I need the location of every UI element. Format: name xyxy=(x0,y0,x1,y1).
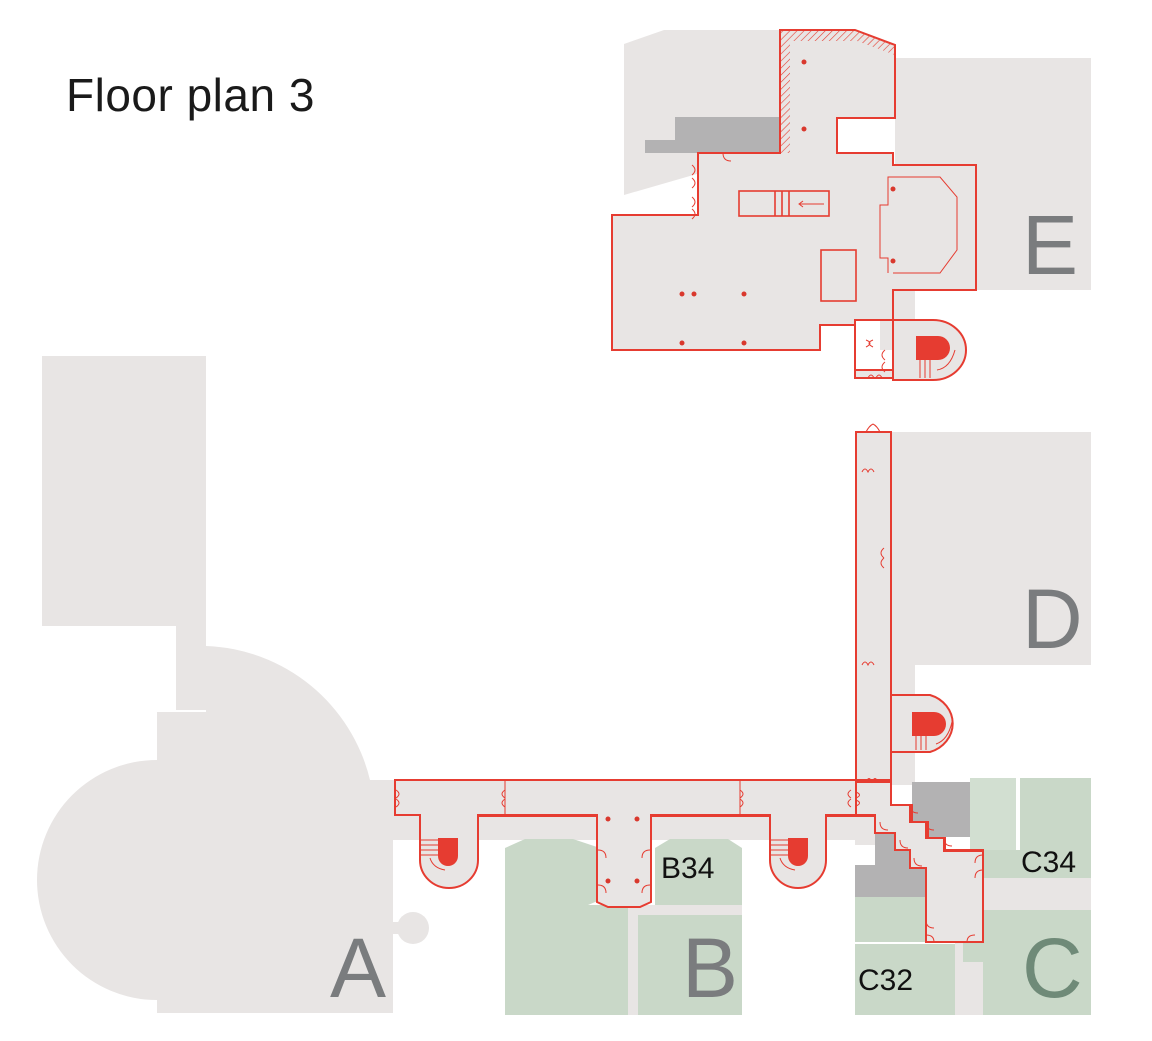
corridor-to-b xyxy=(596,814,652,908)
direction-arrow-icon xyxy=(936,349,956,371)
wing-a-rotunda xyxy=(37,646,395,1013)
wing-d-corridor xyxy=(855,431,892,783)
direction-arrow-icon xyxy=(935,721,953,745)
elevator-box xyxy=(820,249,857,302)
room-c34 xyxy=(1020,778,1091,878)
wing-a-north-block xyxy=(42,356,206,626)
wing-label-a: A xyxy=(330,921,386,1015)
door-icon xyxy=(855,778,879,807)
route-wing-d-corridor xyxy=(855,423,954,783)
stairs-icon xyxy=(912,712,946,736)
room-b-east xyxy=(638,915,742,1015)
hatched-wall xyxy=(780,30,895,153)
direction-arrow-icon xyxy=(779,857,796,871)
central-stairs xyxy=(738,190,830,217)
service-area-c-south xyxy=(855,833,926,897)
stairs-icon xyxy=(438,838,458,866)
room-c32 xyxy=(855,944,955,1015)
wing-label-d: D xyxy=(1022,572,1083,666)
door-icon xyxy=(691,164,696,220)
room-label-c34: C34 xyxy=(1021,846,1076,879)
room-label-b34: B34 xyxy=(661,852,714,885)
column-icon xyxy=(801,59,807,65)
room-c xyxy=(983,910,1091,1015)
column-icon xyxy=(605,816,611,822)
wing-labels: A B C D E xyxy=(330,198,1083,1015)
wing-d-block xyxy=(890,432,1091,665)
room-label-c32: C32 xyxy=(858,964,913,997)
wing-label-e: E xyxy=(1022,198,1078,292)
room-b34 xyxy=(655,839,742,905)
door-icon xyxy=(861,423,885,667)
service-area-e xyxy=(645,117,780,153)
direction-arrow-icon xyxy=(429,857,446,871)
route-main-corridor xyxy=(394,779,984,943)
room-labels: B34 C34 C32 xyxy=(661,846,1076,997)
wing-label-c: C xyxy=(1022,921,1083,1015)
stairs-icon xyxy=(916,336,950,360)
wing-e-route-area xyxy=(611,29,977,379)
stairs-icon xyxy=(788,838,808,866)
page-title: Floor plan 3 xyxy=(66,69,315,121)
route-wing-e xyxy=(611,29,977,381)
route-wing-c xyxy=(855,778,984,943)
door-icon xyxy=(395,789,852,808)
wing-c-corridor xyxy=(855,781,984,943)
wing-label-b: B xyxy=(682,921,738,1015)
main-corridor xyxy=(394,779,892,816)
